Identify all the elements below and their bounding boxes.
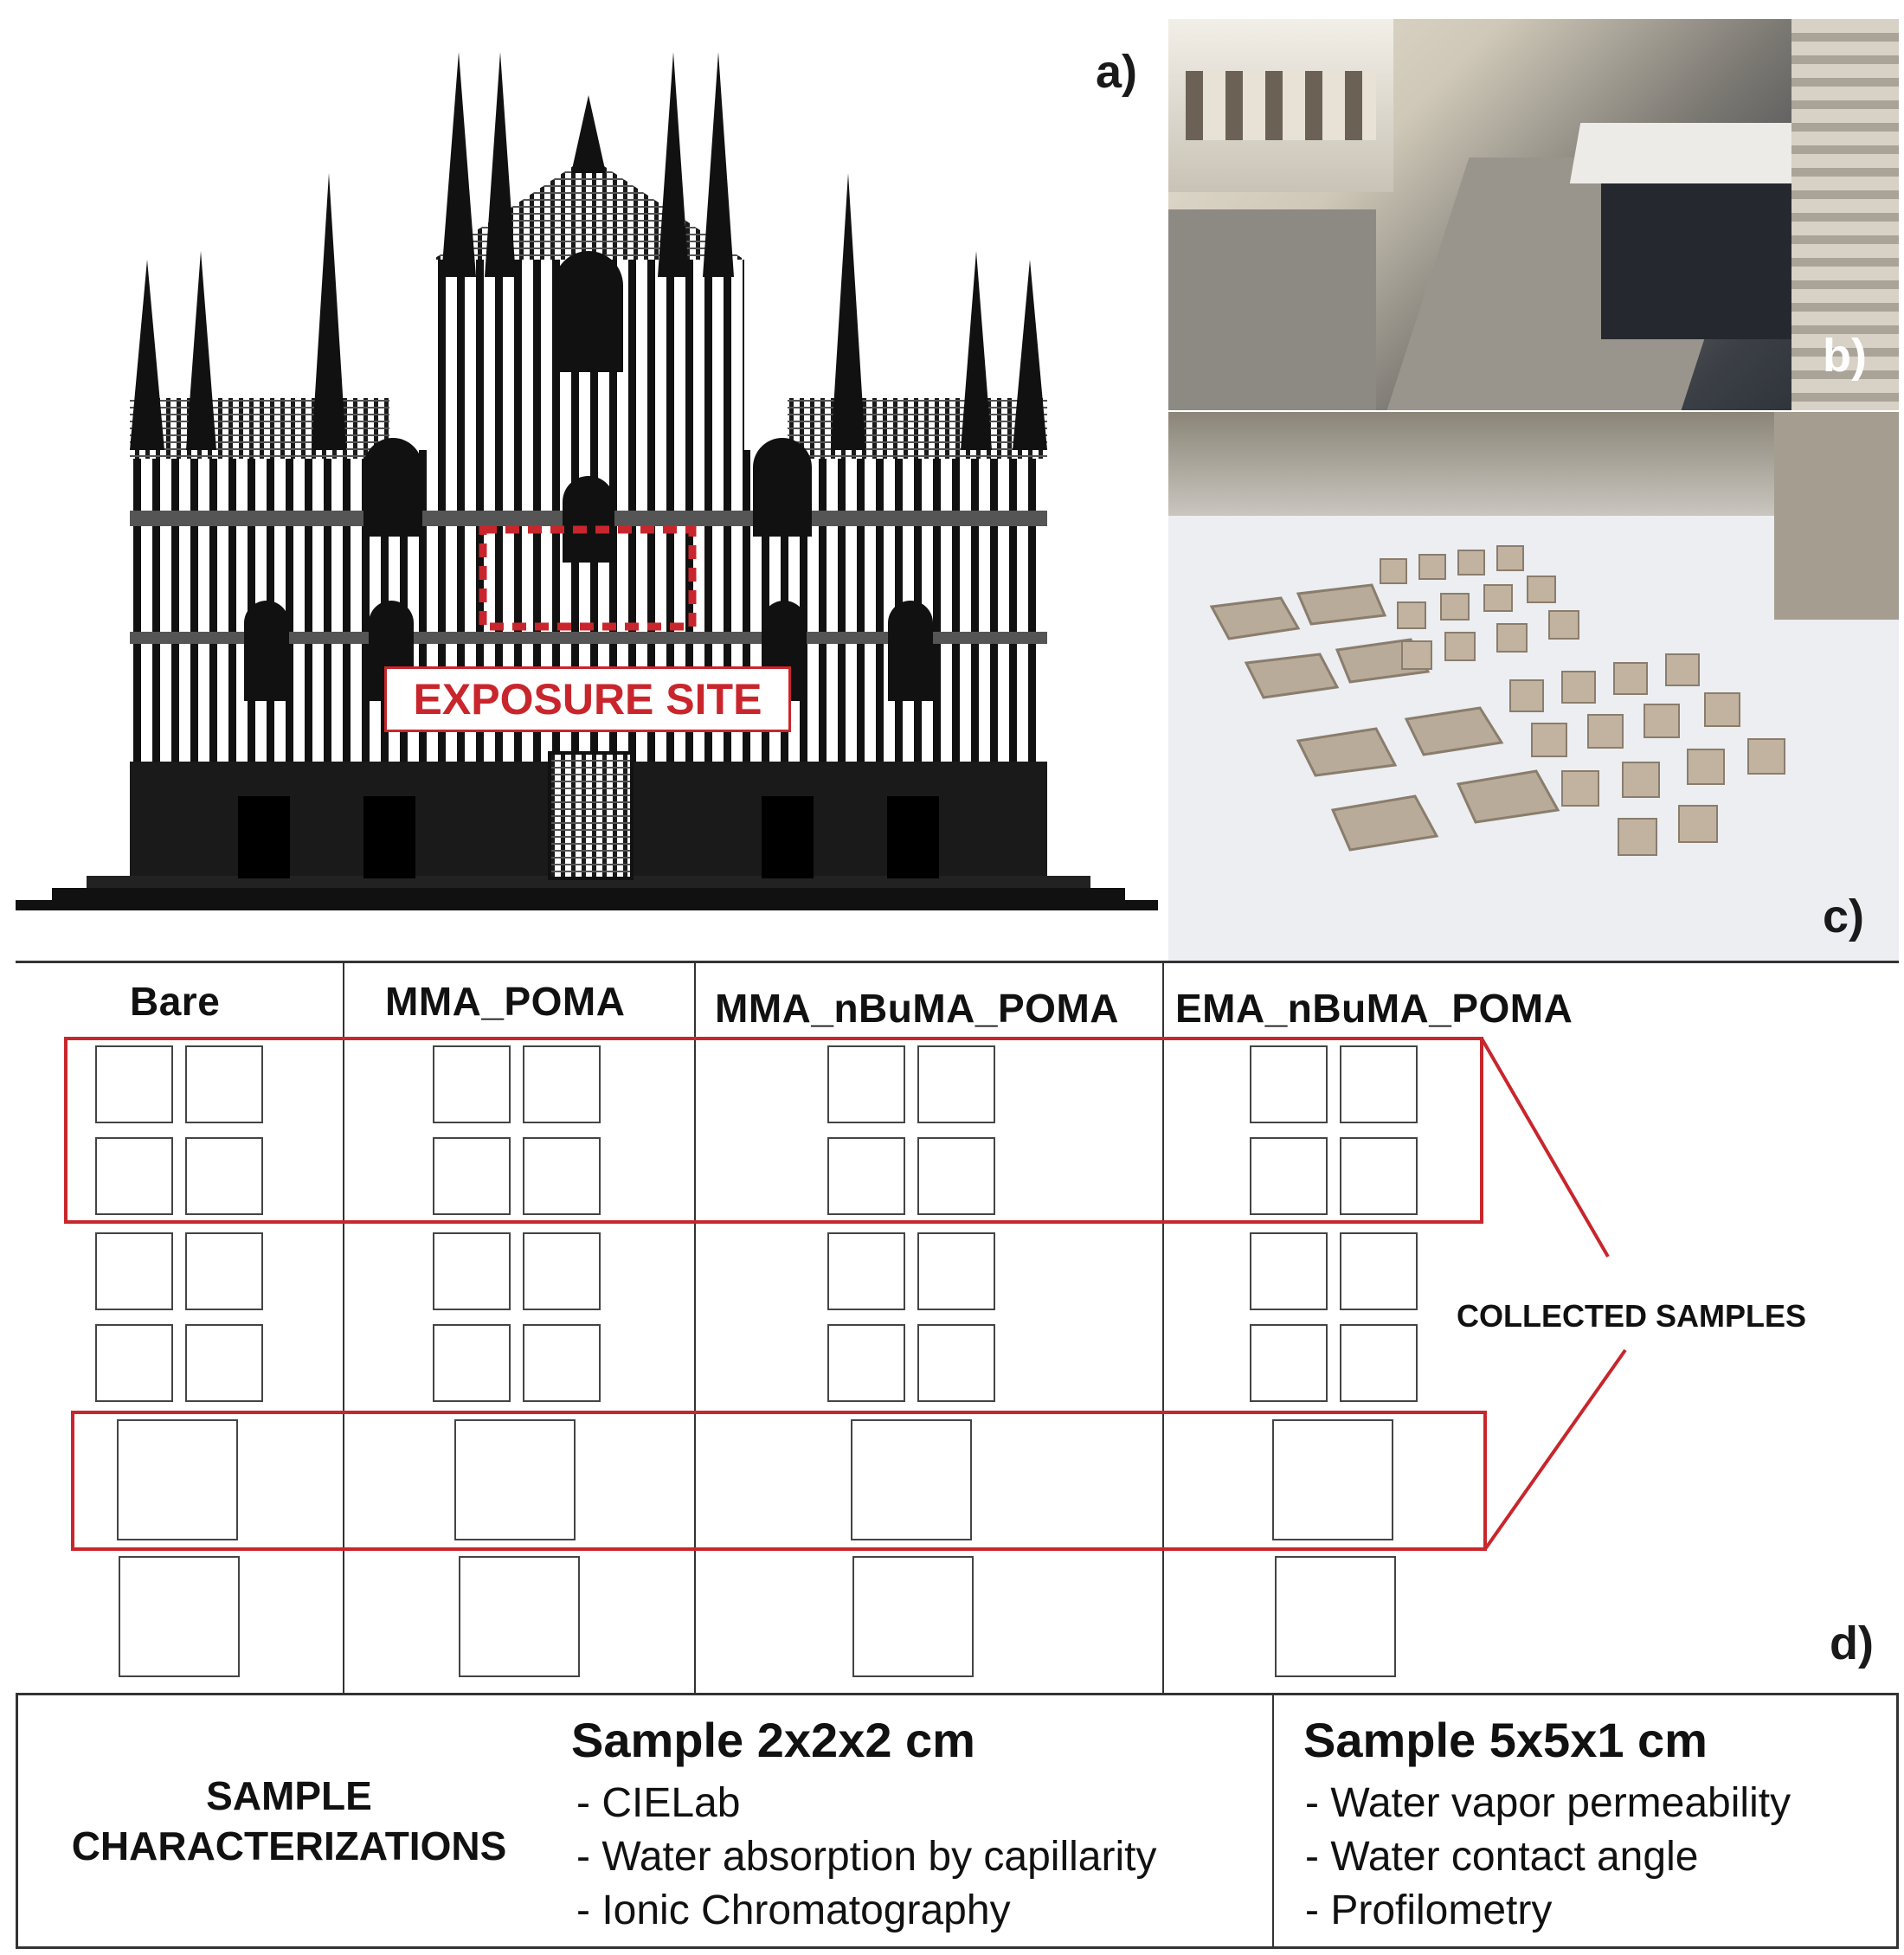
large-sample-title: Sample 5x5x1 cm bbox=[1303, 1713, 1708, 1767]
small-sample bbox=[1340, 1045, 1418, 1123]
small-sample bbox=[1250, 1137, 1328, 1215]
small-sample bbox=[433, 1232, 511, 1310]
small-sample bbox=[827, 1137, 905, 1215]
exposure-site-marker bbox=[479, 525, 697, 631]
small-sample bbox=[95, 1045, 173, 1123]
large-sample-test: - Water vapor permeability bbox=[1305, 1780, 1791, 1826]
characterization-table bbox=[16, 1693, 1899, 1949]
small-sample bbox=[95, 1232, 173, 1310]
small-sample bbox=[523, 1045, 601, 1123]
small-sample-test: - Ionic Chromatography bbox=[576, 1887, 1011, 1933]
small-sample bbox=[827, 1324, 905, 1402]
small-sample bbox=[523, 1324, 601, 1402]
small-sample bbox=[1250, 1232, 1328, 1310]
small-sample bbox=[1250, 1324, 1328, 1402]
small-sample bbox=[1250, 1045, 1328, 1123]
large-sample bbox=[119, 1556, 240, 1677]
collected-samples-label: COLLECTED SAMPLES bbox=[1457, 1298, 1807, 1334]
column-header-mma-nbuma-poma: MMA_nBuMA_POMA bbox=[715, 986, 1119, 1031]
cathedral-illustration bbox=[16, 52, 1158, 910]
small-sample bbox=[827, 1045, 905, 1123]
small-sample bbox=[917, 1324, 995, 1402]
small-sample bbox=[433, 1137, 511, 1215]
panel-label-b: b) bbox=[1823, 330, 1867, 382]
large-sample bbox=[459, 1556, 580, 1677]
small-sample bbox=[827, 1232, 905, 1310]
small-sample-test: - CIELab bbox=[576, 1780, 741, 1826]
small-sample bbox=[917, 1045, 995, 1123]
column-divider bbox=[343, 962, 344, 1693]
table-divider bbox=[1272, 1695, 1274, 1947]
small-sample bbox=[1340, 1137, 1418, 1215]
small-sample bbox=[185, 1324, 263, 1402]
small-sample bbox=[95, 1324, 173, 1402]
panel-label-c: c) bbox=[1823, 891, 1865, 942]
small-sample bbox=[523, 1232, 601, 1310]
large-sample bbox=[1275, 1556, 1396, 1677]
small-sample bbox=[433, 1324, 511, 1402]
column-divider bbox=[694, 962, 696, 1693]
small-sample bbox=[185, 1045, 263, 1123]
column-divider bbox=[1162, 962, 1164, 1693]
grid-top-border bbox=[16, 961, 1899, 963]
small-sample bbox=[917, 1232, 995, 1310]
collected-small-samples-box bbox=[64, 1037, 1483, 1224]
large-sample-test: - Profilometry bbox=[1305, 1887, 1553, 1933]
exposure-site-text: EXPOSURE SITE bbox=[413, 675, 762, 723]
small-sample bbox=[185, 1232, 263, 1310]
small-sample-title: Sample 2x2x2 cm bbox=[571, 1713, 975, 1767]
small-sample-test: - Water absorption by capillarity bbox=[576, 1834, 1157, 1880]
collected-large-samples-box bbox=[71, 1411, 1487, 1551]
large-sample bbox=[117, 1419, 238, 1540]
large-sample bbox=[852, 1556, 974, 1677]
panel-label-a: a) bbox=[1096, 46, 1138, 98]
large-sample bbox=[851, 1419, 972, 1540]
column-header-ema-nbuma-poma: EMA_nBuMA_POMA bbox=[1175, 986, 1573, 1031]
specimens-photo bbox=[1168, 412, 1899, 961]
large-sample bbox=[1272, 1419, 1393, 1540]
small-sample bbox=[1340, 1232, 1418, 1310]
large-sample-test: - Water contact angle bbox=[1305, 1834, 1699, 1880]
exposure-rack-photo bbox=[1168, 19, 1899, 410]
column-header-bare: Bare bbox=[130, 979, 221, 1024]
small-sample bbox=[185, 1137, 263, 1215]
small-sample bbox=[95, 1137, 173, 1215]
small-sample bbox=[433, 1045, 511, 1123]
exposure-site-label: EXPOSURE SITE bbox=[384, 666, 791, 732]
panel-label-d: d) bbox=[1830, 1617, 1874, 1669]
large-sample bbox=[454, 1419, 576, 1540]
column-header-mma-poma: MMA_POMA bbox=[385, 979, 626, 1024]
small-sample bbox=[1340, 1324, 1418, 1402]
small-sample bbox=[523, 1137, 601, 1215]
small-sample bbox=[917, 1137, 995, 1215]
